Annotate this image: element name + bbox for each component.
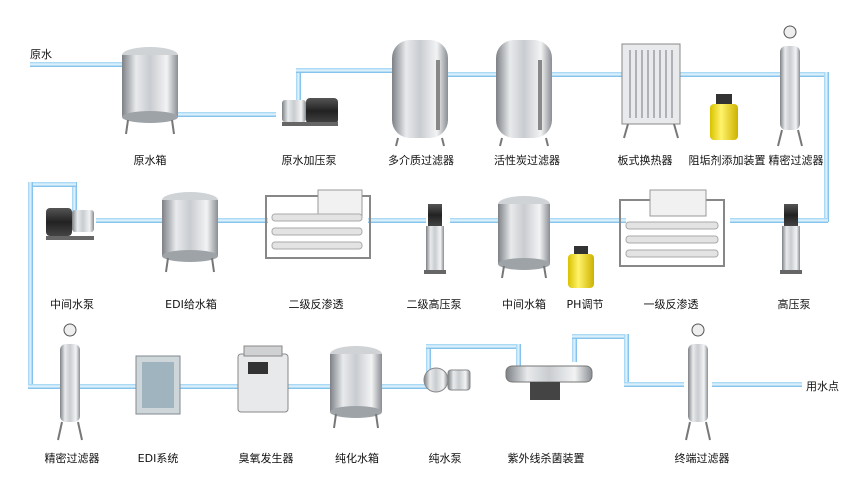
pipe-hp-to-ro1	[560, 218, 626, 223]
pipe-edi-tank-to-pump	[96, 218, 162, 223]
pipe-pump-to-mmf	[296, 68, 398, 73]
label-edi-feed-tank: EDI给水箱	[165, 298, 217, 311]
pipe-tank-to-pump	[178, 112, 276, 117]
label-ph-adjust: PH调节	[566, 298, 604, 311]
pipe-ro1-to-tank	[548, 218, 564, 223]
pipe-uv-down	[624, 334, 629, 386]
plate-heat-exchanger-icon	[621, 43, 681, 139]
label-raw-water-tank: 原水箱	[133, 154, 167, 167]
pipe-pure-pump-riser	[426, 344, 431, 388]
ro-stage1-icon	[619, 189, 725, 267]
label-uv-sterilizer: 紫外线杀菌装置	[507, 452, 585, 465]
ph-dosing-icon	[568, 246, 594, 288]
label-edi-system: EDI系统	[137, 452, 179, 465]
label-final-filter: 终端过滤器	[674, 452, 730, 465]
ro-stage2-icon	[265, 189, 371, 259]
precision-filter-top-icon	[777, 25, 803, 147]
edi-system-icon	[135, 355, 181, 415]
pipe-row3-main	[28, 384, 428, 389]
label-intermediate-pump: 中间水泵	[50, 298, 94, 311]
pipe-left-down	[28, 182, 33, 388]
label-ozone-generator: 臭氧发生器	[238, 452, 294, 465]
label-heat-exchanger: 板式换热器	[617, 154, 673, 167]
pipe-hp2-to-ro2	[368, 218, 426, 223]
pipe-to-use-point	[712, 382, 802, 387]
intermediate-pump-icon	[46, 208, 94, 240]
source-label: 原水	[30, 48, 52, 61]
pipe-mid-pump-riser	[72, 182, 77, 218]
pipe-to-hp-pump	[730, 218, 828, 223]
label-raw-water-pump: 原水加压泵	[281, 154, 337, 167]
multimedia-filter-icon	[392, 40, 448, 147]
pipe-source-inlet	[30, 62, 130, 67]
carbon-filter-icon	[496, 40, 552, 147]
pipe-pump-riser	[296, 68, 301, 112]
hp-pump-stage2-icon	[424, 204, 446, 274]
intermediate-tank-icon	[498, 196, 550, 279]
pipe-mmf-to-carbon	[448, 72, 498, 77]
label-multimedia-filter: 多介质过滤器	[388, 154, 454, 167]
label-antiscalant: 阻垢剂添加装置	[688, 154, 766, 167]
pipe-left-top	[28, 182, 76, 187]
label-hp-pump-stage1: 高压泵	[777, 298, 811, 311]
pipe-hx-to-filter	[680, 72, 780, 77]
label-intermediate-tank: 中间水箱	[502, 298, 546, 311]
edi-feed-tank-icon	[162, 192, 218, 273]
pipe-carbon-to-hx	[548, 72, 624, 77]
final-filter-icon	[685, 323, 711, 441]
pipe-to-final-filter	[624, 382, 684, 387]
pipe-ro2-to-edi-tank	[218, 218, 268, 223]
label-ro-stage1: 一级反渗透	[643, 298, 699, 311]
pipe-pure-pump-top	[426, 344, 520, 349]
raw-water-tank-icon	[122, 47, 178, 135]
ozone-generator-icon	[237, 345, 289, 413]
label-hp-pump-stage2: 二级高压泵	[406, 298, 462, 311]
pure-water-pump-icon	[423, 367, 471, 393]
precision-filter-bottom-icon	[57, 323, 83, 441]
label-carbon-filter: 活性炭过滤器	[494, 154, 560, 167]
label-purified-water-tank: 纯化水箱	[335, 452, 379, 465]
label-precision-filter-top: 精密过滤器	[768, 154, 824, 167]
pipe-filter-out	[800, 72, 828, 77]
pipe-uv-riser	[572, 334, 577, 362]
pipe-uv-top	[572, 334, 628, 339]
pipe-network	[28, 62, 829, 389]
label-pure-water-pump: 纯水泵	[428, 452, 462, 465]
purified-water-tank-icon	[330, 346, 382, 429]
raw-water-pump-icon	[282, 98, 338, 126]
pipe-tank-to-hp2	[450, 218, 500, 223]
label-ro-stage2: 二级反渗透	[288, 298, 344, 311]
label-precision-filter-bottom: 精密过滤器	[44, 452, 100, 465]
use-point-label: 用水点	[806, 380, 839, 393]
pipe-uv-drop	[516, 344, 521, 366]
hp-pump-stage1-icon	[780, 204, 802, 274]
pipe-right-riser	[824, 72, 829, 222]
antiscalant-dosing-icon	[710, 94, 738, 140]
uv-sterilizer-icon	[505, 365, 593, 400]
